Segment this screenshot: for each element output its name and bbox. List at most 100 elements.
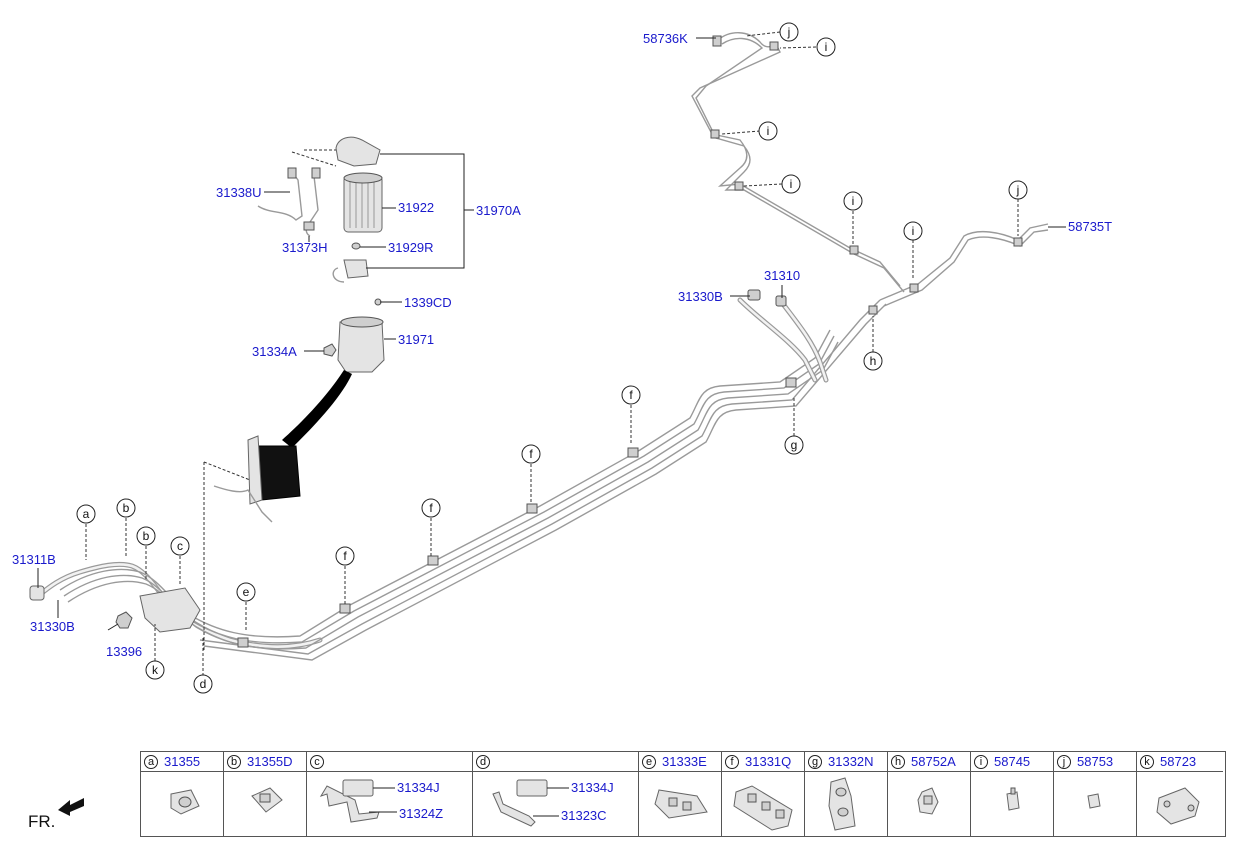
svg-text:i: i [912, 224, 915, 238]
callout-i-3: i [758, 121, 778, 141]
legend-part-number: 31355 [164, 754, 201, 769]
part-31922[interactable]: 31922 [398, 200, 434, 215]
svg-text:k: k [152, 663, 159, 677]
bracket-set-d-image: 31334J 31323C [473, 772, 638, 836]
callout-h: h [863, 351, 883, 371]
legend-letter: b [227, 754, 241, 769]
callout-f-3: f [521, 444, 541, 464]
legend-part-number: 58723 [1160, 754, 1197, 769]
clip-58745-image [971, 772, 1053, 836]
legend-part-number: 31331Q [745, 754, 792, 769]
svg-text:f: f [429, 501, 433, 515]
main-pipe-bundle [29, 299, 887, 661]
part-58736K[interactable]: 58736K [643, 31, 688, 46]
part-31338U[interactable]: 31338U [216, 185, 262, 200]
legend-cell-f[interactable]: f 31331Q [722, 752, 805, 836]
legend-letter: h [891, 754, 905, 769]
part-31323C: 31323C [561, 808, 607, 823]
part-31971[interactable]: 31971 [398, 332, 434, 347]
svg-text:c: c [177, 539, 183, 553]
callout-k: k [145, 660, 165, 680]
front-direction-label: FR. [28, 812, 56, 831]
legend-letter: j [1057, 754, 1071, 769]
svg-text:b: b [123, 501, 130, 515]
legend-letter: c [310, 754, 324, 769]
callout-e: e [236, 582, 256, 602]
svg-text:f: f [343, 549, 347, 563]
svg-text:f: f [629, 388, 633, 402]
callout-b-1: b [116, 498, 136, 518]
svg-text:a: a [83, 507, 90, 521]
clip-31355D-image [224, 772, 306, 836]
clip-31331Q-image [722, 772, 804, 836]
svg-text:j: j [1016, 183, 1020, 197]
legend-cell-a[interactable]: a 31355 [141, 752, 224, 836]
callout-i-2: i [903, 221, 923, 241]
legend-letter: k [1140, 754, 1154, 769]
legend-part-number: 31333E [662, 754, 707, 769]
callout-a: a [76, 504, 96, 524]
part-31970A[interactable]: 31970A [476, 203, 521, 218]
part-31929R[interactable]: 31929R [388, 240, 434, 255]
part-31310[interactable]: 31310 [764, 268, 800, 283]
bracket-58723-image [1137, 772, 1223, 836]
legend-cell-d[interactable]: d 31334J 31323C [473, 752, 639, 836]
legend-part-number: 58752A [911, 754, 956, 769]
svg-text:e: e [243, 585, 250, 599]
callout-f-2: f [421, 498, 441, 518]
clip-58752A-image [888, 772, 970, 836]
legend-part-number: 58745 [994, 754, 1031, 769]
svg-text:i: i [852, 194, 855, 208]
svg-text:i: i [790, 177, 793, 191]
svg-text:d: d [200, 677, 207, 691]
svg-text:g: g [791, 438, 798, 452]
part-31311B[interactable]: 31311B [12, 552, 56, 567]
part-31334J-c: 31334J [397, 780, 440, 795]
legend-cell-h[interactable]: h 58752A [888, 752, 971, 836]
legend-letter: f [725, 754, 739, 769]
clip-31333E-image [639, 772, 721, 836]
clip-31355-image [141, 772, 223, 836]
legend-cell-k[interactable]: k 58723 [1137, 752, 1223, 836]
part-58735T[interactable]: 58735T [1068, 219, 1112, 234]
svg-text:f: f [529, 447, 533, 461]
callout-j-1: j [779, 22, 799, 42]
legend-cell-c[interactable]: c 31334J 31324Z [307, 752, 473, 836]
part-31334A[interactable]: 31334A [252, 344, 297, 359]
front-direction-arrow-icon [58, 798, 84, 816]
callout-i-5: i [816, 37, 836, 57]
callout-b-2: b [136, 526, 156, 546]
upper-brake-lines [691, 32, 1049, 383]
svg-text:b: b [143, 529, 150, 543]
callout-j-2: j [1008, 180, 1028, 200]
part-31330B-top[interactable]: 31330B [678, 289, 723, 304]
svg-text:h: h [870, 354, 877, 368]
legend-part-number: 31332N [828, 754, 874, 769]
legend-letter: a [144, 754, 158, 769]
legend-cell-i[interactable]: i 58745 [971, 752, 1054, 836]
part-31334J-d: 31334J [571, 780, 614, 795]
part-1339CD[interactable]: 1339CD [404, 295, 452, 310]
svg-text:i: i [767, 124, 770, 138]
callout-g: g [784, 435, 804, 455]
callout-i-4: i [781, 174, 801, 194]
callout-d: d [193, 674, 213, 694]
legend-letter: d [476, 754, 490, 769]
fuel-filter-assembly [203, 136, 385, 650]
legend-cell-e[interactable]: e 31333E [639, 752, 722, 836]
part-31373H[interactable]: 31373H [282, 240, 328, 255]
legend-letter: i [974, 754, 988, 769]
legend-letter: e [642, 754, 656, 769]
part-13396[interactable]: 13396 [106, 644, 142, 659]
part-31324Z: 31324Z [399, 806, 444, 821]
clip-58753-image [1054, 772, 1136, 836]
callout-c: c [170, 536, 190, 556]
part-31330B-left[interactable]: 31330B [30, 619, 75, 634]
clip-31332N-image [805, 772, 887, 836]
callout-f-1: f [335, 546, 355, 566]
